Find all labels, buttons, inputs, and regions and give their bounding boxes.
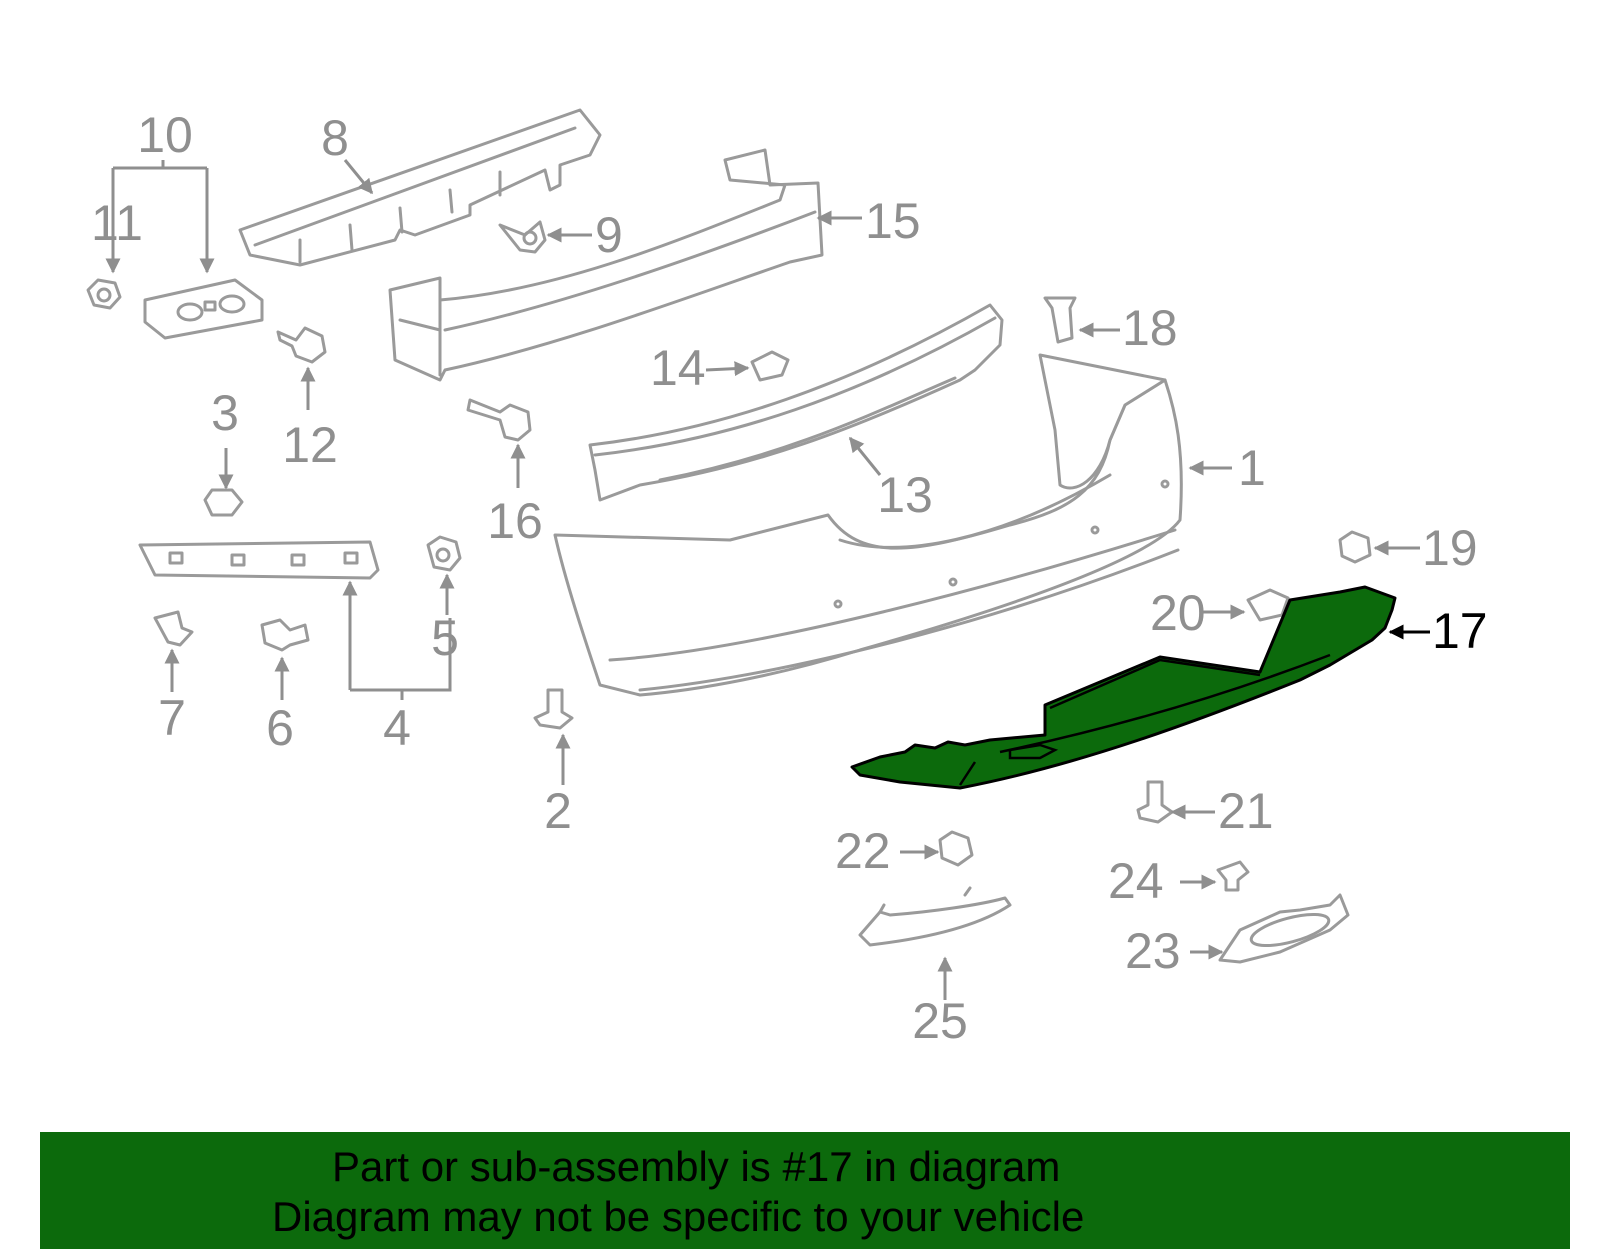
callout-9: 9 bbox=[595, 207, 623, 263]
callout-23: 23 bbox=[1125, 923, 1181, 979]
callout-13: 13 bbox=[877, 467, 933, 523]
callout-12: 12 bbox=[282, 417, 338, 473]
callout-6: 6 bbox=[266, 700, 294, 756]
callout-17-highlighted: 17 bbox=[1432, 603, 1488, 659]
callout-22: 22 bbox=[835, 823, 891, 879]
callout-1: 1 bbox=[1238, 440, 1266, 496]
callout-5: 5 bbox=[431, 610, 459, 666]
part-1-bumper-cover bbox=[553, 353, 1183, 697]
part-20-clip bbox=[1246, 588, 1290, 622]
callout-14: 14 bbox=[650, 340, 706, 396]
part-18-pin bbox=[1043, 296, 1077, 344]
callout-4: 4 bbox=[383, 700, 411, 756]
callout-11: 11 bbox=[91, 195, 143, 251]
part-25-trim bbox=[858, 886, 1012, 947]
callout-15: 15 bbox=[865, 193, 921, 249]
part-17-valance-highlighted bbox=[850, 585, 1397, 790]
callout-21: 21 bbox=[1218, 783, 1274, 839]
part-7-clip bbox=[153, 610, 194, 647]
part-11-nut bbox=[86, 278, 122, 310]
part-14-clip bbox=[750, 350, 790, 382]
banner-line-2: Diagram may not be specific to your vehi… bbox=[272, 1193, 1085, 1240]
part-16-bolt bbox=[466, 398, 532, 442]
info-banner: Part or sub-assembly is #17 in diagram D… bbox=[40, 1132, 1570, 1249]
callout-10: 10 bbox=[137, 107, 193, 163]
part-23-bezel bbox=[1218, 893, 1350, 964]
part-6-bolt bbox=[260, 618, 310, 652]
part-3-nut bbox=[203, 488, 244, 517]
part-9-bolt bbox=[498, 220, 547, 254]
part-19-nut bbox=[1338, 530, 1372, 564]
parts-diagram: 10 8 11 9 15 18 14 3 12 1 13 16 19 20 17… bbox=[86, 107, 1488, 1049]
part-21-pin bbox=[1136, 780, 1174, 824]
callout-7: 7 bbox=[158, 690, 186, 746]
part-4-bracket bbox=[138, 540, 380, 580]
callout-16: 16 bbox=[487, 493, 543, 549]
callout-8: 8 bbox=[321, 110, 349, 166]
part-13-absorber bbox=[588, 303, 1004, 502]
leader-lines bbox=[105, 159, 1430, 1000]
part-12-bolt bbox=[276, 326, 327, 364]
part-5-nut bbox=[426, 535, 462, 572]
part-15-reinforcement bbox=[388, 148, 824, 382]
part-22-nut bbox=[938, 830, 974, 867]
callout-2: 2 bbox=[544, 783, 572, 839]
part-10-bracket bbox=[143, 278, 264, 340]
callout-24: 24 bbox=[1108, 853, 1164, 909]
callout-3: 3 bbox=[211, 385, 239, 441]
callout-18: 18 bbox=[1122, 300, 1178, 356]
callout-25: 25 bbox=[912, 993, 968, 1049]
part-8-absorber bbox=[238, 108, 602, 267]
part-2-pin bbox=[533, 688, 574, 730]
callout-19: 19 bbox=[1422, 520, 1478, 576]
callout-20: 20 bbox=[1150, 585, 1206, 641]
banner-line-1: Part or sub-assembly is #17 in diagram bbox=[332, 1143, 1061, 1190]
part-24-pin bbox=[1216, 860, 1250, 892]
